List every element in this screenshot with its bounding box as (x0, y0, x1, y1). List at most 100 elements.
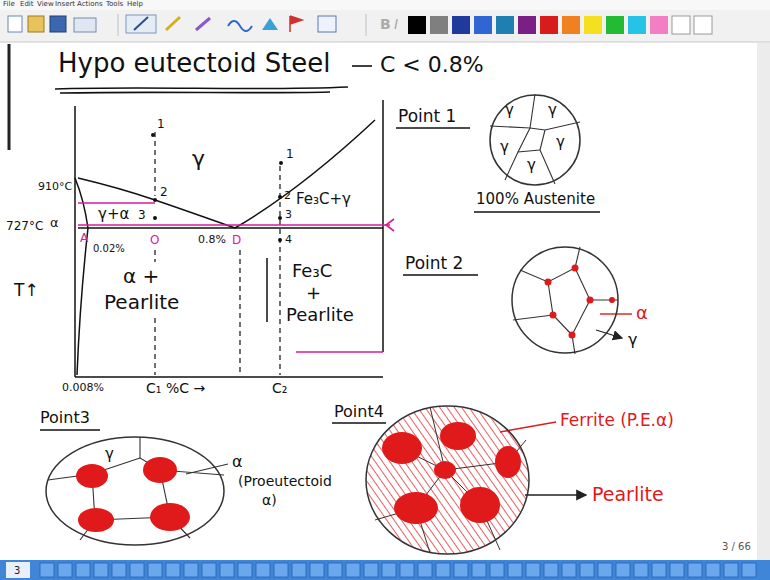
window-frame (202, 563, 216, 577)
handwritten-label: 1 (286, 148, 294, 160)
alpha-nuclei (550, 312, 557, 319)
alpha-nuclei (545, 279, 552, 286)
window-frame (8, 44, 11, 150)
toolbar (196, 18, 210, 30)
pearlite-hatch (367, 407, 529, 554)
handwritten-label: 910°C (38, 181, 72, 192)
phase-diagram (75, 376, 383, 378)
window-frame (670, 563, 684, 577)
leader-arrow (525, 494, 586, 495)
grain-boundaries (530, 122, 580, 130)
menu-item: Insert (55, 1, 75, 8)
toolbar (74, 18, 96, 32)
handwritten-label: 2 (160, 186, 168, 198)
handwritten-label: γ (628, 332, 637, 348)
toolbar (0, 0, 770, 42)
leader-line (186, 464, 228, 474)
point-heading: Point 2 (405, 255, 463, 272)
toolbar (134, 17, 148, 30)
toolbar (0, 0, 770, 10)
window-frame (0, 43, 770, 580)
window-frame (688, 563, 702, 577)
menu-item: Tools (106, 1, 123, 8)
state-points (153, 216, 157, 220)
point-heading: Point4 (334, 404, 384, 420)
toolbar (518, 16, 536, 34)
grain-boundaries (513, 247, 618, 354)
handwritten-label: C₁ (146, 381, 161, 395)
phase-diagram (155, 132, 280, 375)
proeutectoid-ferrite (78, 508, 114, 532)
node-outline (45, 436, 225, 546)
title-underline (352, 65, 372, 67)
toolbar (228, 21, 252, 31)
phase-diagram (77, 228, 88, 375)
phase-diagram (382, 100, 384, 352)
toolbar (672, 16, 690, 34)
phase-diagram (239, 250, 240, 372)
window-frame (76, 563, 90, 577)
window-frame (346, 563, 360, 577)
toolbar (540, 16, 558, 34)
window-frame (742, 563, 756, 577)
microstructure-circle: Point4 (365, 405, 530, 555)
handwritten-label: Fe₃C (292, 262, 332, 280)
ferrite-grains (434, 461, 456, 479)
window-frame (544, 563, 558, 577)
subtitle: C < 0.8% (380, 54, 484, 76)
slide-number: 3 (14, 566, 20, 576)
toolbar (28, 16, 44, 32)
menu-item: Help (127, 1, 143, 8)
handwritten-label: 0.8% (198, 234, 226, 245)
toolbar (0, 0, 770, 42)
handwritten-label: Fe₃C+γ (296, 192, 351, 207)
handwritten-label: γ+α (98, 207, 129, 222)
toolbar (166, 17, 180, 30)
grain-boundaries (375, 407, 526, 553)
grain-boundaries (548, 282, 572, 335)
phase-symbol: γ (548, 103, 557, 118)
window-frame (400, 563, 414, 577)
phase-diagram (75, 100, 383, 377)
window-frame (130, 563, 144, 577)
grain-boundaries (540, 130, 555, 184)
toolbar (584, 16, 602, 34)
grain-boundaries (572, 300, 590, 354)
ferrite-grains (460, 487, 500, 523)
handwritten-label: α (636, 304, 648, 322)
underlines (40, 429, 100, 430)
grain-boundaries (490, 94, 535, 128)
window-frame (580, 563, 594, 577)
phase-diagram (74, 106, 76, 377)
window-frame (490, 563, 504, 577)
highlight-lines (78, 203, 394, 352)
window-frame (148, 563, 162, 577)
handwritten-label: 3 (285, 209, 292, 220)
handwritten-label: D (232, 234, 241, 246)
proeutectoid-ferrite (76, 464, 108, 488)
window-frame (0, 560, 770, 580)
handwritten-label: Pearlite (592, 485, 664, 504)
menu-item: Actions (77, 1, 103, 8)
node-outline (490, 95, 580, 185)
phase-diagram (78, 227, 383, 229)
handwritten-label: O (150, 234, 159, 246)
window-frame (382, 563, 396, 577)
alpha-nuclei (569, 332, 576, 339)
window-frame (724, 563, 738, 577)
grain-boundaries (518, 128, 530, 152)
window-frame (364, 563, 378, 577)
toolbar (0, 42, 770, 43)
highlight-lines (386, 219, 394, 231)
phase-diagram (266, 258, 268, 322)
grain-boundaries (445, 470, 500, 550)
leader-arrow (596, 330, 622, 338)
grain-boundaries (513, 315, 553, 320)
handwritten-label: 0.02% (93, 244, 125, 254)
page-number: 3 / 66 (722, 542, 751, 552)
window-frame (616, 563, 630, 577)
menu-item: View (37, 1, 54, 8)
window-frame (526, 563, 540, 577)
state-points (278, 195, 282, 199)
window-frame (238, 563, 252, 577)
